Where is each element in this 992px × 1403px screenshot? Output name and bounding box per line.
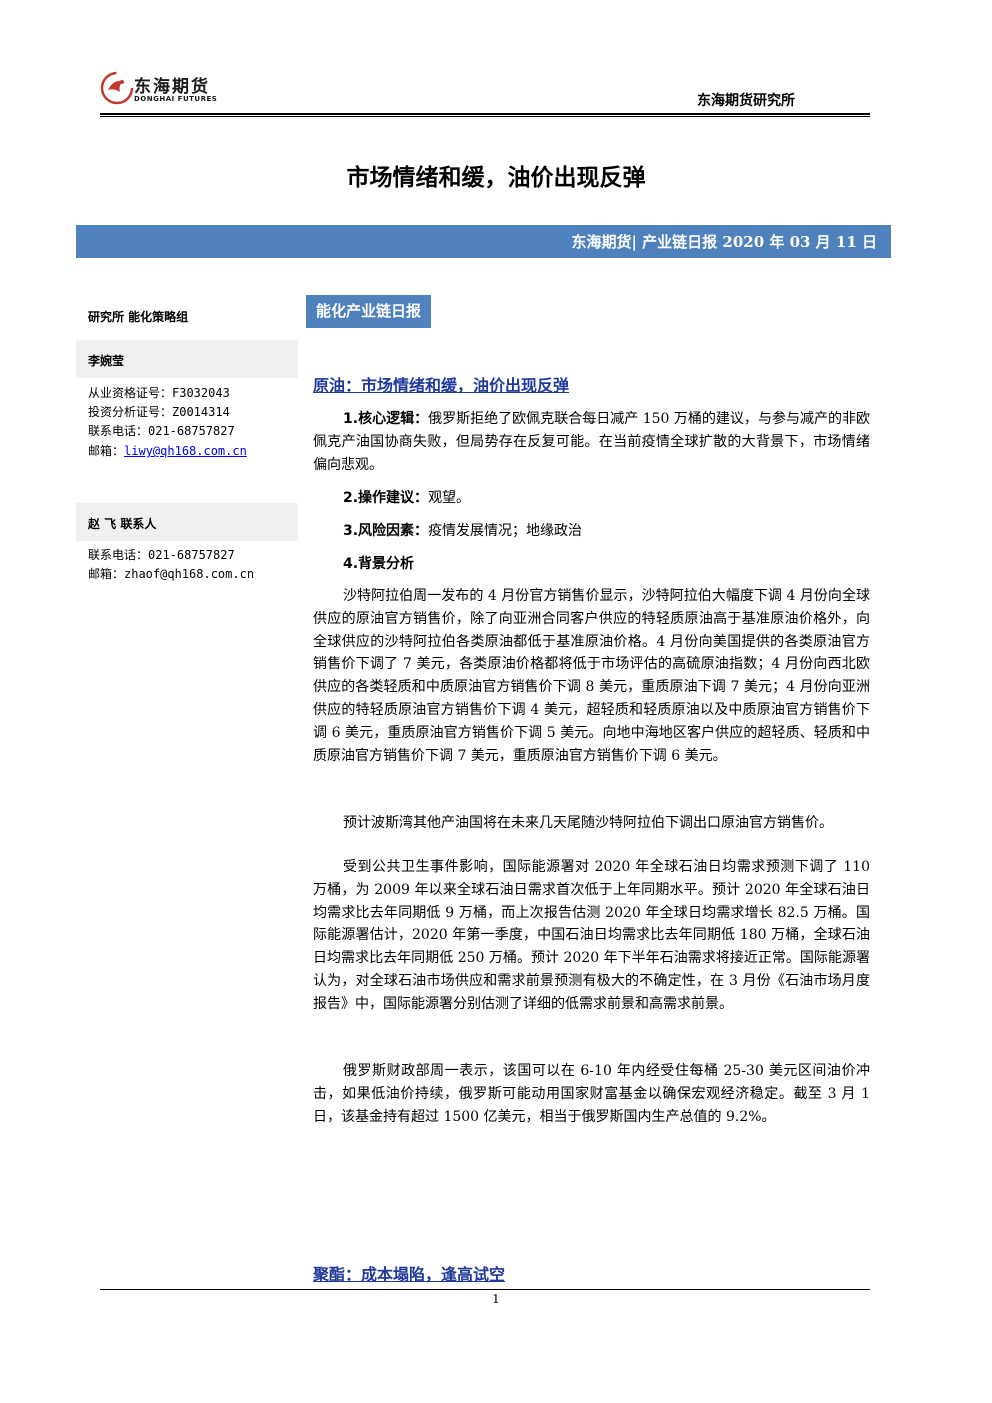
- analyst1-email-link[interactable]: liwy@qh168.com.cn: [124, 444, 247, 458]
- core-logic-paragraph: 1.核心逻辑：俄罗斯拒绝了欧佩克联合每日减产 150 万桶的建议，与参与减产的非…: [313, 408, 870, 476]
- analyst2-header: [76, 503, 298, 541]
- header-divider-thin: [100, 116, 870, 117]
- analyst1-name: 李婉莹: [88, 354, 125, 368]
- risk-text: 疫情发展情况；地缘政治: [428, 523, 583, 539]
- background-paragraph-1: 沙特阿拉伯周一发布的 4 月份官方销售价显示，沙特阿拉伯大幅度下调 4 月份向全…: [313, 588, 870, 764]
- email-label: 邮箱：: [88, 444, 125, 458]
- core-logic-label: 1.核心逻辑：: [343, 411, 429, 427]
- logo-text-cn: 东海期货: [134, 77, 210, 97]
- analyst2-email: 邮箱：zhaof@qh168.com.cn: [88, 567, 255, 581]
- report-type-tag: 能化产业链日报: [306, 295, 432, 328]
- analyst1-header: [76, 340, 298, 378]
- operation-text: 观望。: [428, 490, 471, 506]
- background-paragraph-3: 受到公共卫生事件影响，国际能源署对 2020 年全球石油日均需求预测下调了 11…: [313, 859, 870, 1012]
- page-title: 市场情绪和缓，油价出现反弹: [346, 165, 646, 191]
- operation-label: 2.操作建议：: [343, 490, 429, 506]
- risk-factors: 3.风险因素：疫情发展情况；地缘政治: [343, 520, 582, 540]
- date-banner: 东海期货| 产业链日报 2020 年 03 月 11 日: [76, 225, 891, 258]
- analyst1-invest-id: 投资分析证号：Z0014314: [88, 405, 230, 419]
- donghai-logo-icon: [100, 71, 134, 105]
- institute-name: 东海期货研究所: [697, 93, 795, 109]
- analyst1-phone: 联系电话：021-68757827: [88, 424, 235, 438]
- core-logic-text-rest: 参与减产的非欧佩克产油国协商失败，但局势存在反复可能。在当前疫情全球扩散的大背景…: [313, 411, 871, 473]
- analyst2-name: 赵 飞 联系人: [88, 517, 157, 531]
- background-label: 4.背景分析: [343, 556, 415, 572]
- background-analysis-heading: 4.背景分析: [343, 553, 414, 573]
- background-paragraph-2: 预计波斯湾其他产油国将在未来几天尾随沙特阿拉伯下调出口原油官方销售价。: [343, 815, 833, 831]
- section-crude-oil-link[interactable]: 原油：市场情绪和缓，油价出现反弹: [313, 376, 570, 395]
- footer-divider: [100, 1289, 870, 1290]
- analyst1-email-row: 邮箱：liwy@qh168.com.cn: [88, 442, 247, 459]
- risk-label: 3.风险因素：: [343, 523, 429, 539]
- page-number: 1: [492, 1292, 500, 1306]
- background-paragraph-4: 俄罗斯财政部周一表示，该国可以在 6-10 年内经受住每桶 25-30 美元区间…: [313, 1063, 870, 1125]
- header-divider: [100, 113, 870, 115]
- operation-advice: 2.操作建议：观望。: [343, 487, 470, 507]
- department-label: 研究所 能化策略组: [88, 310, 189, 324]
- analyst1-qualification: 从业资格证号：F3032043: [88, 386, 230, 400]
- analyst2-phone: 联系电话：021-68757827: [88, 548, 235, 562]
- logo-text-en: DONGHAI FUTURES: [134, 95, 218, 103]
- banner-text: 东海期货| 产业链日报 2020 年 03 月 11 日: [571, 233, 877, 251]
- section-polyester-link[interactable]: 聚酯：成本塌陷，逢高试空: [313, 1265, 506, 1284]
- core-logic-text-first: 俄罗斯拒绝了欧佩克联合每日减产 150 万桶的建议，与: [428, 411, 772, 427]
